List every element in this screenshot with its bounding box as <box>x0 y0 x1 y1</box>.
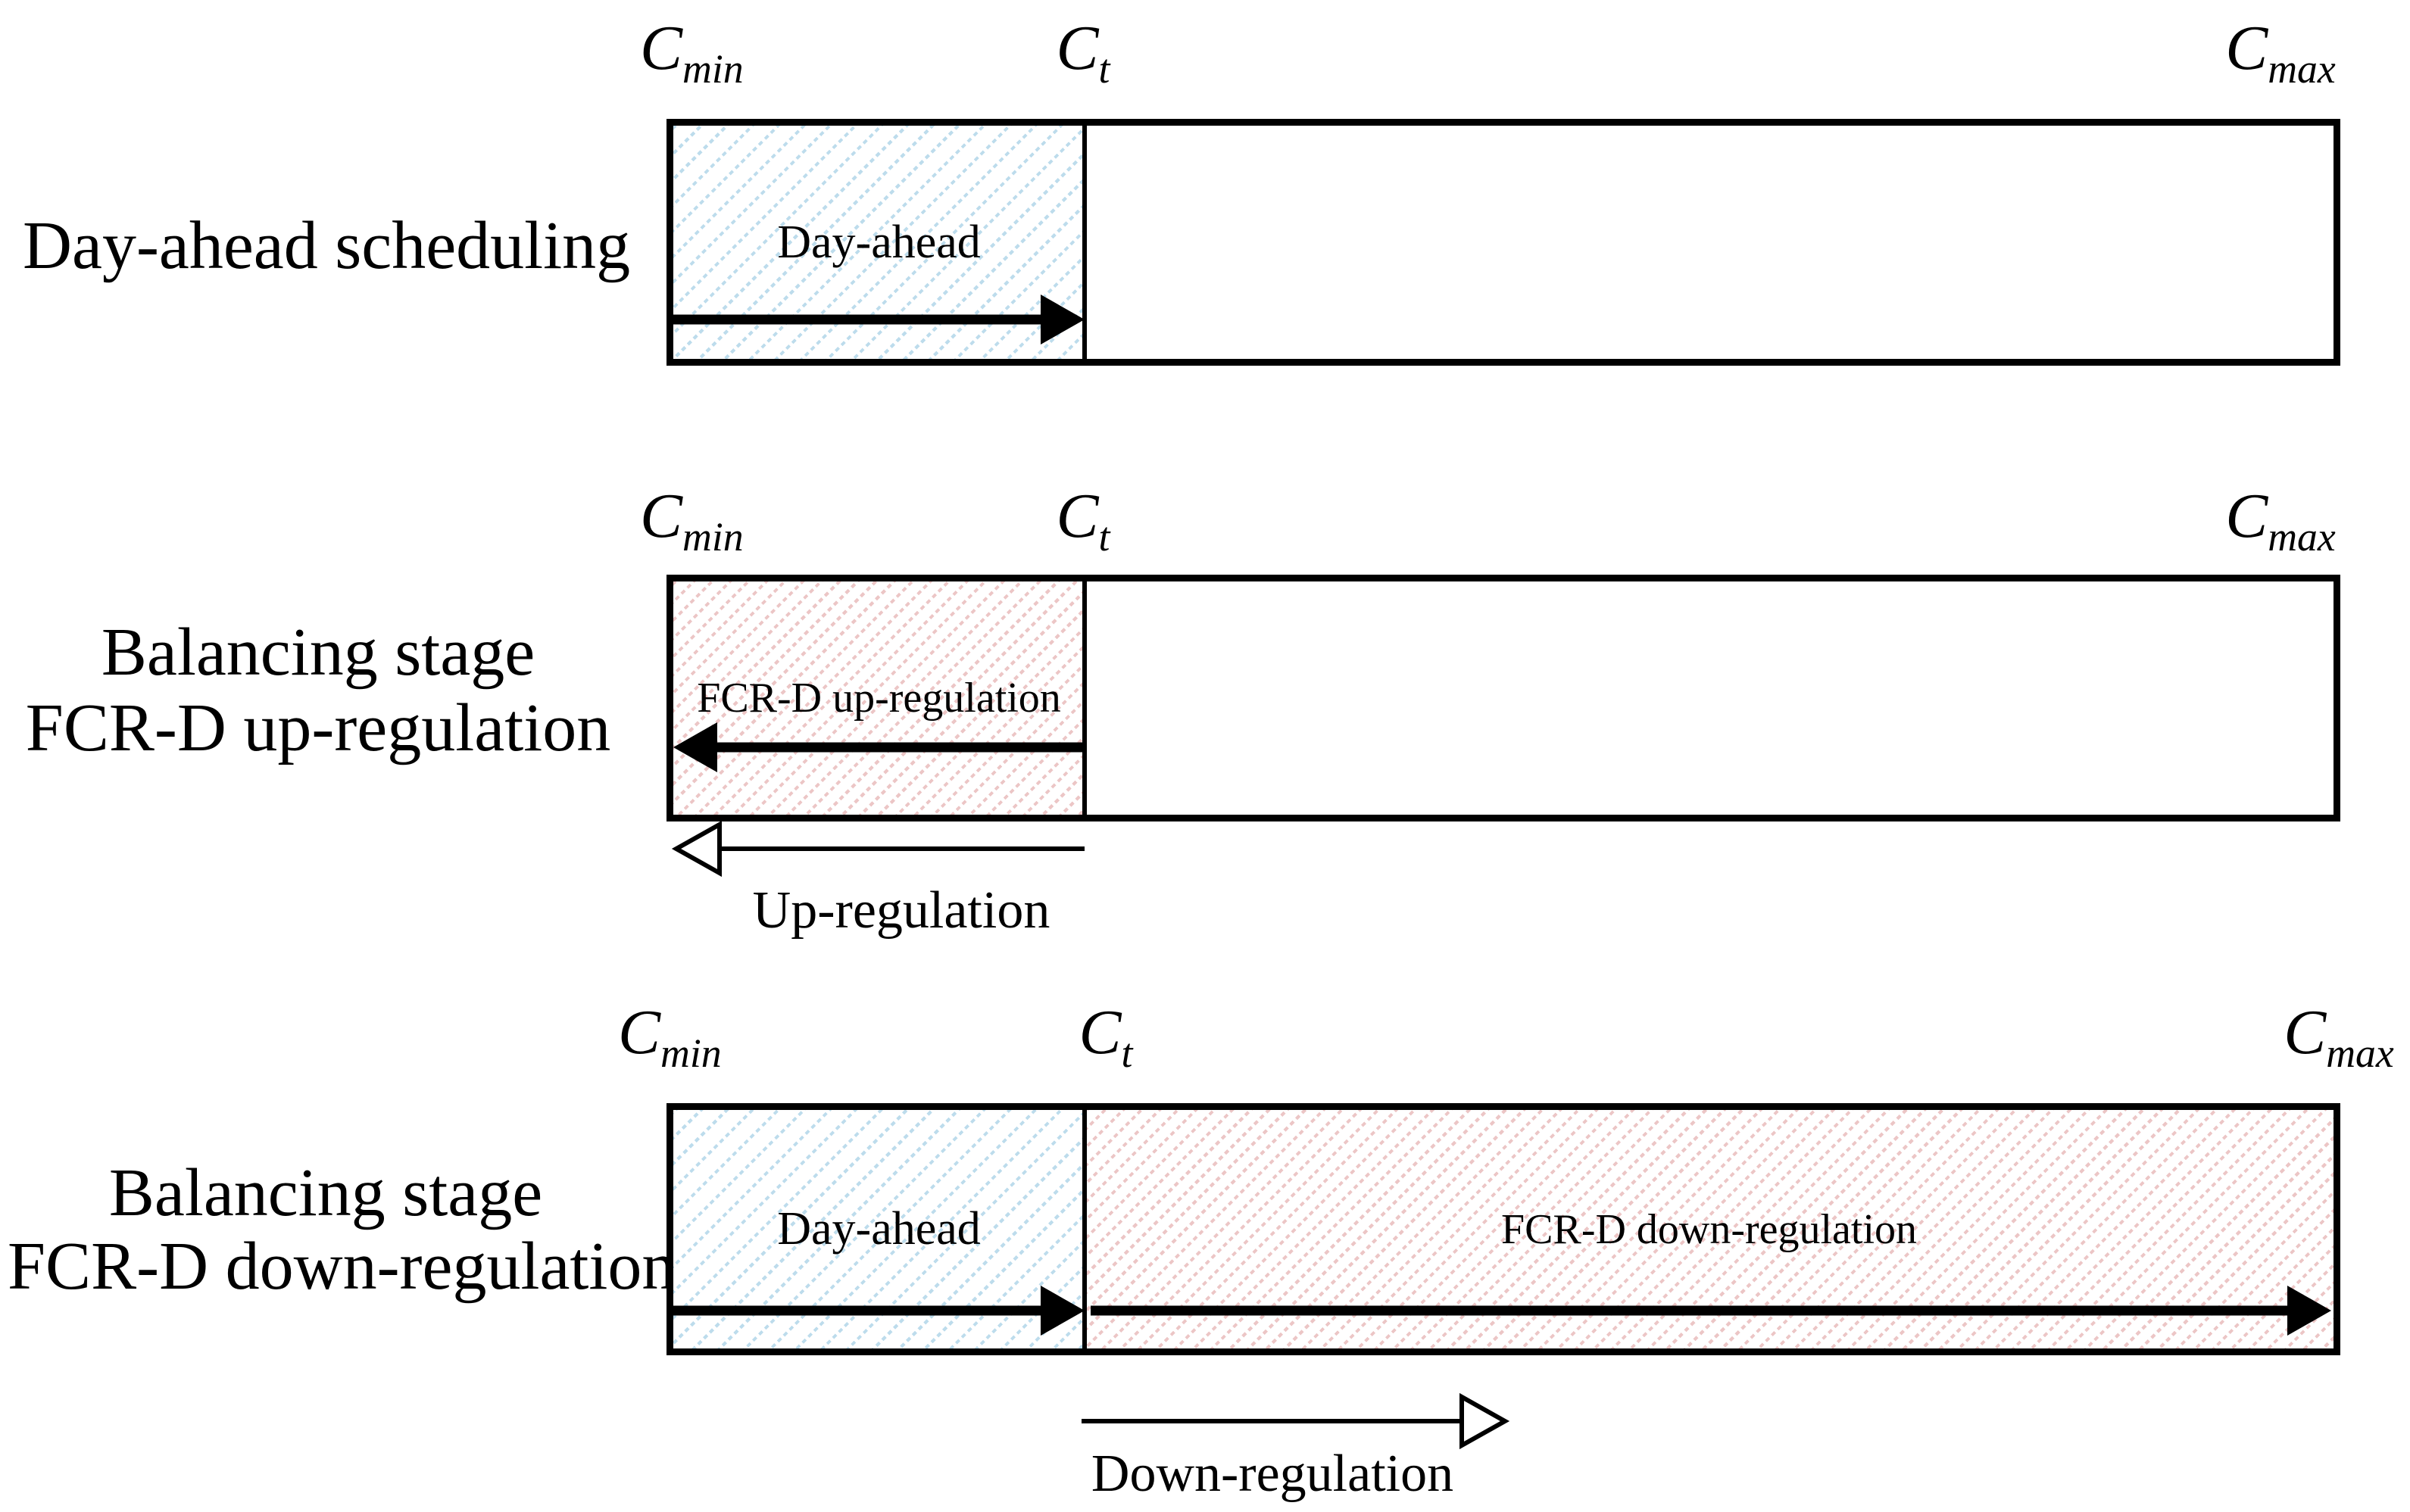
row1-ct-label: Ct <box>1057 17 1110 89</box>
down-regulation-flow-arrow <box>1082 1392 1510 1450</box>
row1-ct-subscript: t <box>1098 45 1110 92</box>
row3-cmin-symbol: C <box>618 997 661 1068</box>
row1-title: Day-ahead scheduling <box>23 208 631 284</box>
row3-title-line2: FCR-D down-regulation <box>8 1229 676 1304</box>
row2-cmax-label: Cmax <box>2225 485 2336 557</box>
row3-cmax-symbol: C <box>2284 997 2327 1068</box>
row1-cmax-label: Cmax <box>2225 17 2336 89</box>
row2-cmax-symbol: C <box>2225 481 2268 551</box>
row1-day-ahead-region: Day-ahead <box>673 126 1085 359</box>
row2-cmin-symbol: C <box>640 481 683 551</box>
row2-ct-symbol: C <box>1056 481 1099 551</box>
row3-region-label-left: Day-ahead <box>777 1203 981 1255</box>
row1-cmin-symbol: C <box>640 13 683 83</box>
row3-title-line1: Balancing stage <box>108 1155 543 1230</box>
row3-ct-symbol: C <box>1079 997 1122 1068</box>
down-regulation-flow-arrow-head <box>1459 1392 1510 1450</box>
row2-cmax-subscript: max <box>2268 513 2336 560</box>
row2-ct-subscript: t <box>1098 513 1110 560</box>
row1-ct-divider <box>1082 126 1087 359</box>
row3-title: Balancing stage FCR-D down-regulation <box>8 1155 676 1304</box>
row3-day-ahead-region: Day-ahead <box>673 1110 1085 1348</box>
row2-fcrd-up-region: FCR-D up-regulation <box>673 581 1085 815</box>
row3-cmax-subscript: max <box>2326 1030 2394 1076</box>
row3-ct-divider <box>1082 1110 1087 1348</box>
row3-capacity-bar: Day-ahead FCR-D down-regulation <box>666 1103 2340 1355</box>
row2-title-line1: Balancing stage <box>101 615 535 690</box>
row3-ct-subscript: t <box>1121 1030 1133 1076</box>
row3-fcrd-down-region: FCR-D down-regulation <box>1085 1110 2334 1348</box>
up-regulation-label: Up-regulation <box>752 881 1050 940</box>
row1-cmin-subscript: min <box>682 45 744 92</box>
row2-title: Balancing stage FCR-D up-regulation <box>23 615 613 766</box>
row2-capacity-bar: FCR-D up-regulation <box>666 575 2340 821</box>
row1-title-line1: Day-ahead scheduling <box>23 208 631 283</box>
row2-region-label: FCR-D up-regulation <box>697 675 1061 722</box>
row1-capacity-bar: Day-ahead <box>666 119 2340 366</box>
down-regulation-label: Down-regulation <box>1091 1445 1454 1503</box>
row3-region-label-right: FCR-D down-regulation <box>1500 1205 1918 1253</box>
row2-ct-divider <box>1082 581 1087 815</box>
row2-cmin-subscript: min <box>682 513 744 560</box>
row3-cmax-label: Cmax <box>2284 1001 2394 1074</box>
row1-region-label: Day-ahead <box>777 216 981 268</box>
row1-cmin-label: Cmin <box>640 17 744 89</box>
row3-cmin-label: Cmin <box>618 1001 722 1074</box>
up-regulation-flow-arrow <box>671 820 1085 878</box>
row2-ct-label: Ct <box>1057 485 1110 557</box>
row3-cmin-subscript: min <box>660 1030 722 1076</box>
row2-cmin-label: Cmin <box>640 485 744 557</box>
row2-title-line2: FCR-D up-regulation <box>25 691 611 765</box>
row3-ct-label: Ct <box>1079 1001 1133 1074</box>
row1-cmax-symbol: C <box>2225 13 2268 83</box>
row1-ct-symbol: C <box>1056 13 1099 83</box>
up-regulation-flow-arrow-head <box>671 820 722 878</box>
row1-cmax-subscript: max <box>2268 45 2336 92</box>
